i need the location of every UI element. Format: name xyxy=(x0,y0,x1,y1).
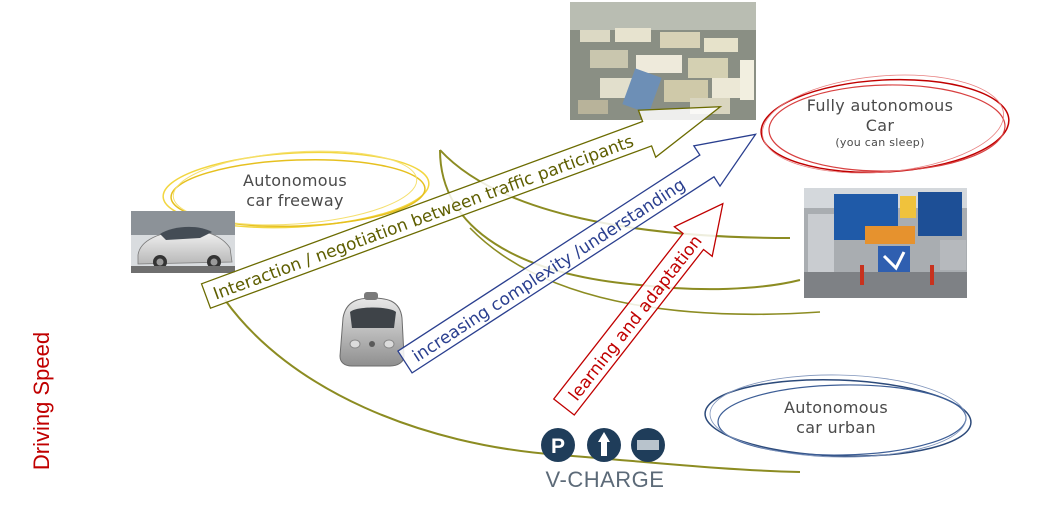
svg-text:P: P xyxy=(551,435,565,458)
sports-car-photo xyxy=(131,211,235,273)
fully-autonomous-line1: Fully autonomous xyxy=(806,96,954,115)
parking-icon xyxy=(541,428,575,462)
google-car-photo xyxy=(339,292,405,367)
freeway-label: Autonomous car freeway xyxy=(236,171,354,211)
traffic-jam-photo xyxy=(570,2,756,120)
ellipse-urban xyxy=(704,374,972,458)
fully-autonomous-label: Fully autonomous Car (you can sleep) xyxy=(790,96,970,150)
fully-autonomous-line2: Car xyxy=(865,116,895,135)
arrow-learning: learning and adaptation xyxy=(552,202,724,416)
driving-speed-label: Driving Speed xyxy=(29,331,54,471)
fully-autonomous-note: (you can sleep) xyxy=(835,136,925,149)
ellipse-fully-autonomous xyxy=(760,74,1010,174)
vcharge-logo-text: V-CHARGE xyxy=(545,467,665,492)
arrow-interaction-label: Interaction / negotiation between traffi… xyxy=(211,132,637,305)
road-sign-photo xyxy=(804,188,967,298)
urban-label: Autonomous car urban xyxy=(776,398,896,438)
curve-4 xyxy=(469,227,821,316)
curve-3 xyxy=(439,149,791,239)
ellipse-freeway xyxy=(162,150,430,229)
vcharge-logo-icons: P xyxy=(541,428,665,462)
freeway-label-text: Autonomous car freeway xyxy=(243,171,347,210)
urban-label-text: Autonomous car urban xyxy=(784,398,888,437)
curve-1 xyxy=(224,299,801,473)
